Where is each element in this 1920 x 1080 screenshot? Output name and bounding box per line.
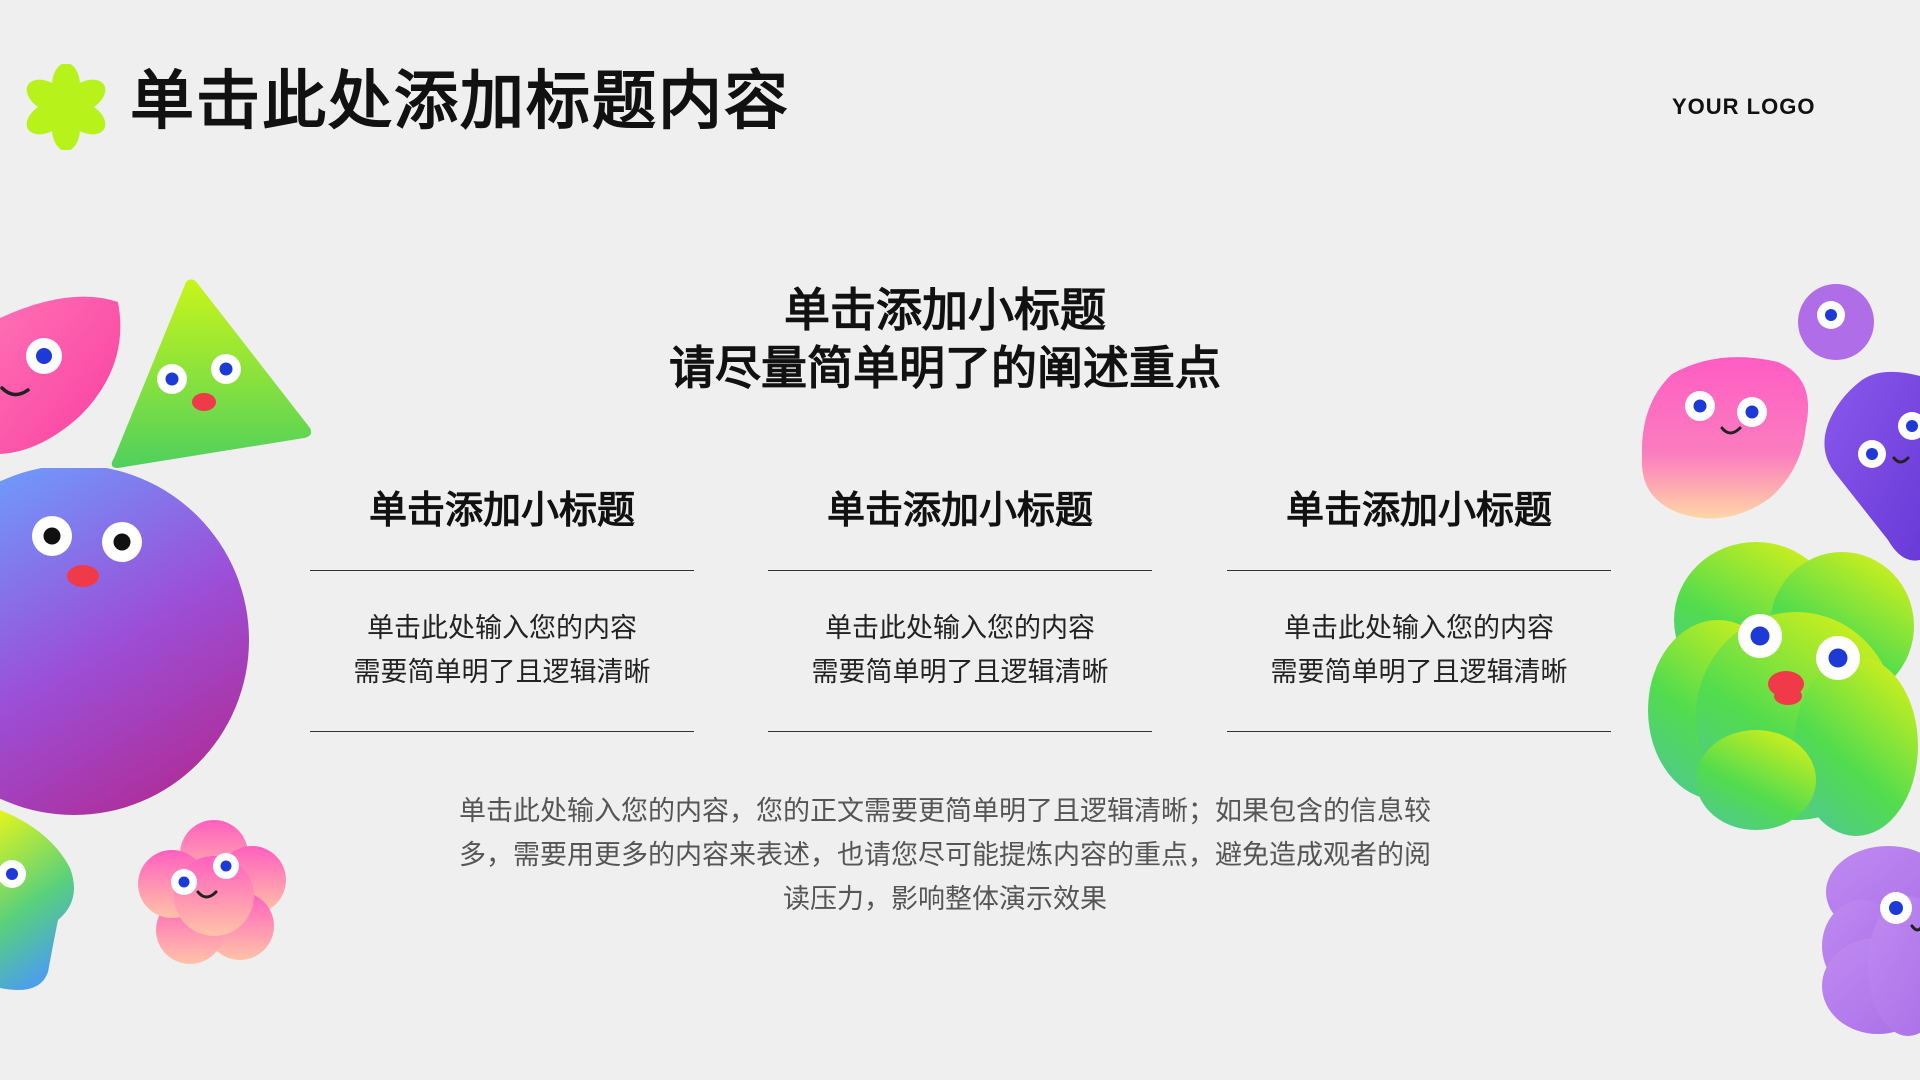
pink-blob-character [1641,357,1809,519]
divider [768,731,1152,732]
column-body[interactable]: 单击此处输入您的内容 需要简单明了且逻辑清晰 [1227,571,1611,731]
paragraph-line: 单击此处输入您的内容，您的正文需要更简单明了且逻辑清晰；如果包含的信息较 [459,796,1431,827]
page-title[interactable]: 单击此处添加标题内容 [130,65,790,139]
column-body-line: 需要简单明了且逻辑清晰 [353,657,651,688]
column-1: 单击添加小标题 单击此处输入您的内容 需要简单明了且逻辑清晰 [310,470,694,732]
pink-half-circle-character [0,296,121,454]
column-3: 单击添加小标题 单击此处输入您的内容 需要简单明了且逻辑清晰 [1227,470,1611,732]
paragraph-line: 读压力，影响整体演示效果 [783,884,1107,915]
column-title[interactable]: 单击添加小标题 [1285,488,1552,532]
divider [1227,731,1611,732]
divider [768,570,1152,571]
column-title[interactable]: 单击添加小标题 [826,488,1093,532]
column-body-line: 需要简单明了且逻辑清晰 [1270,657,1568,688]
divider [1227,570,1611,571]
column-2: 单击添加小标题 单击此处输入您的内容 需要简单明了且逻辑清晰 [768,470,1152,732]
green-triangle-character [111,279,312,468]
purple-circle-character [0,468,249,815]
lavender-cloud-character [1822,846,1920,1036]
column-body[interactable]: 单击此处输入您的内容 需要简单明了且逻辑清晰 [310,571,694,731]
body-paragraph[interactable]: 单击此处输入您的内容，您的正文需要更简单明了且逻辑清晰；如果包含的信息较 多，需… [430,790,1460,922]
divider [310,731,694,732]
purple-pentagon-character [1824,371,1920,561]
logo-text: YOUR LOGO [1672,94,1816,119]
column-title[interactable]: 单击添加小标题 [368,488,635,532]
headline-line-1[interactable]: 单击添加小标题 [784,283,1106,337]
yellow-blob-character [0,810,74,990]
paragraph-line: 多，需要用更多的内容来表述，也请您尽可能提炼内容的重点，避免造成观者的阅 [459,840,1431,871]
headline-line-2[interactable]: 请尽量简单明了的阐述重点 [669,341,1221,395]
column-body-line: 单击此处输入您的内容 [1284,613,1554,644]
column-body[interactable]: 单击此处输入您的内容 需要简单明了且逻辑清晰 [768,571,1152,731]
green-cloud-character [1648,542,1918,836]
pink-flower-character [138,820,286,964]
column-body-line: 单击此处输入您的内容 [367,613,637,644]
divider [310,570,694,571]
column-body-line: 需要简单明了且逻辑清晰 [811,657,1109,688]
column-body-line: 单击此处输入您的内容 [825,613,1095,644]
asterisk-flower-icon [26,64,106,150]
purple-small-circle-character [1798,284,1874,360]
